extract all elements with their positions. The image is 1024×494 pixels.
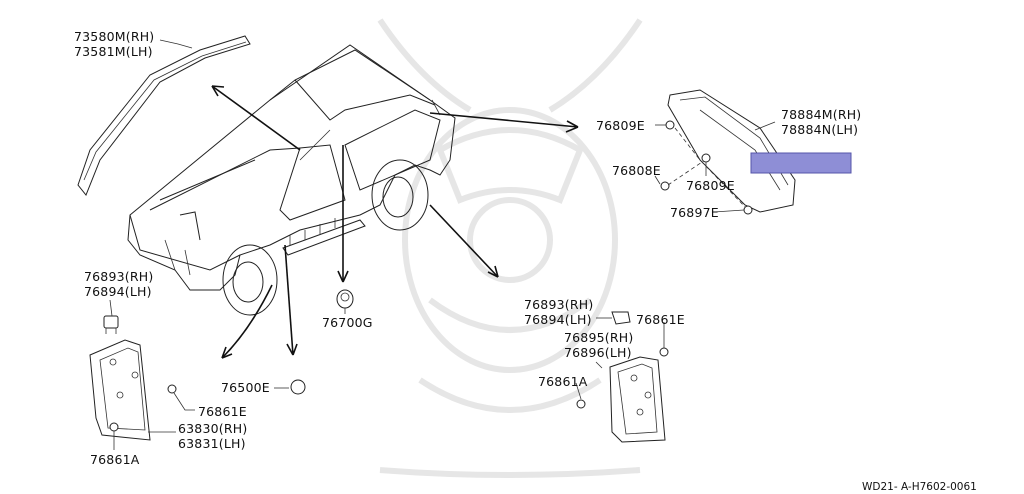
leader-arrows [211, 85, 579, 359]
label-73581m[interactable]: 73581M(LH) [74, 44, 153, 59]
label-76894-left[interactable]: 76894(LH) [84, 284, 152, 299]
label-76893-right[interactable]: 76893(RH) [524, 297, 593, 312]
right-mud-flap-part[interactable] [609, 356, 666, 443]
label-63831[interactable]: 63831(LH) [178, 436, 246, 451]
left-screw-a[interactable] [109, 422, 119, 432]
label-76893-left[interactable]: 76893(RH) [84, 269, 153, 284]
spoiler-dashed-guides [667, 127, 749, 211]
label-76809e-top[interactable]: 76809E [596, 118, 645, 133]
roof-molding-part[interactable] [77, 35, 251, 196]
label-76897e[interactable]: 76897E [670, 205, 719, 220]
label-leaders [109, 39, 776, 450]
label-76808e[interactable]: 76808E [612, 163, 661, 178]
label-76809e-mid[interactable]: 76809E [686, 178, 735, 193]
label-78884m[interactable]: 78884M(RH) [781, 107, 861, 122]
label-78884n[interactable]: 78884N(LH) [781, 122, 858, 137]
label-76500e[interactable]: 76500E [221, 380, 270, 395]
label-76861a-left[interactable]: 76861A [90, 452, 140, 467]
right-clip-part[interactable] [611, 311, 631, 325]
diagram-code: WD21- A-H7602-0061 [862, 481, 977, 493]
left-mud-flap-part[interactable] [89, 339, 151, 441]
right-screw-e[interactable] [659, 347, 669, 357]
label-76861e-right[interactable]: 76861E [636, 312, 685, 327]
label-73580m[interactable]: 73580M(RH) [74, 29, 154, 44]
plug-76500e[interactable] [290, 379, 306, 395]
left-clip-part[interactable] [103, 315, 119, 334]
watermark-emblem [377, 18, 643, 478]
label-76894-right[interactable]: 76894(LH) [524, 312, 592, 327]
label-76895[interactable]: 76895(RH) [564, 330, 633, 345]
label-76700g[interactable]: 76700G [322, 315, 373, 330]
grommet-76700g[interactable] [336, 289, 354, 309]
left-screw-e[interactable] [167, 384, 177, 394]
spoiler-fasteners[interactable] [660, 120, 753, 215]
right-screw-a[interactable] [576, 399, 586, 409]
label-76861a-right[interactable]: 76861A [538, 374, 588, 389]
label-76861e-left[interactable]: 76861E [198, 404, 247, 419]
label-76896[interactable]: 76896(LH) [564, 345, 632, 360]
part-labels: 73580M(RH) 73581M(LH) 76893(RH) 76894(LH… [74, 29, 861, 467]
rear-spoiler-part[interactable] [667, 89, 796, 213]
vehicle-body [127, 44, 456, 316]
label-63830[interactable]: 63830(RH) [178, 421, 247, 436]
highlight-box[interactable] [750, 152, 852, 174]
